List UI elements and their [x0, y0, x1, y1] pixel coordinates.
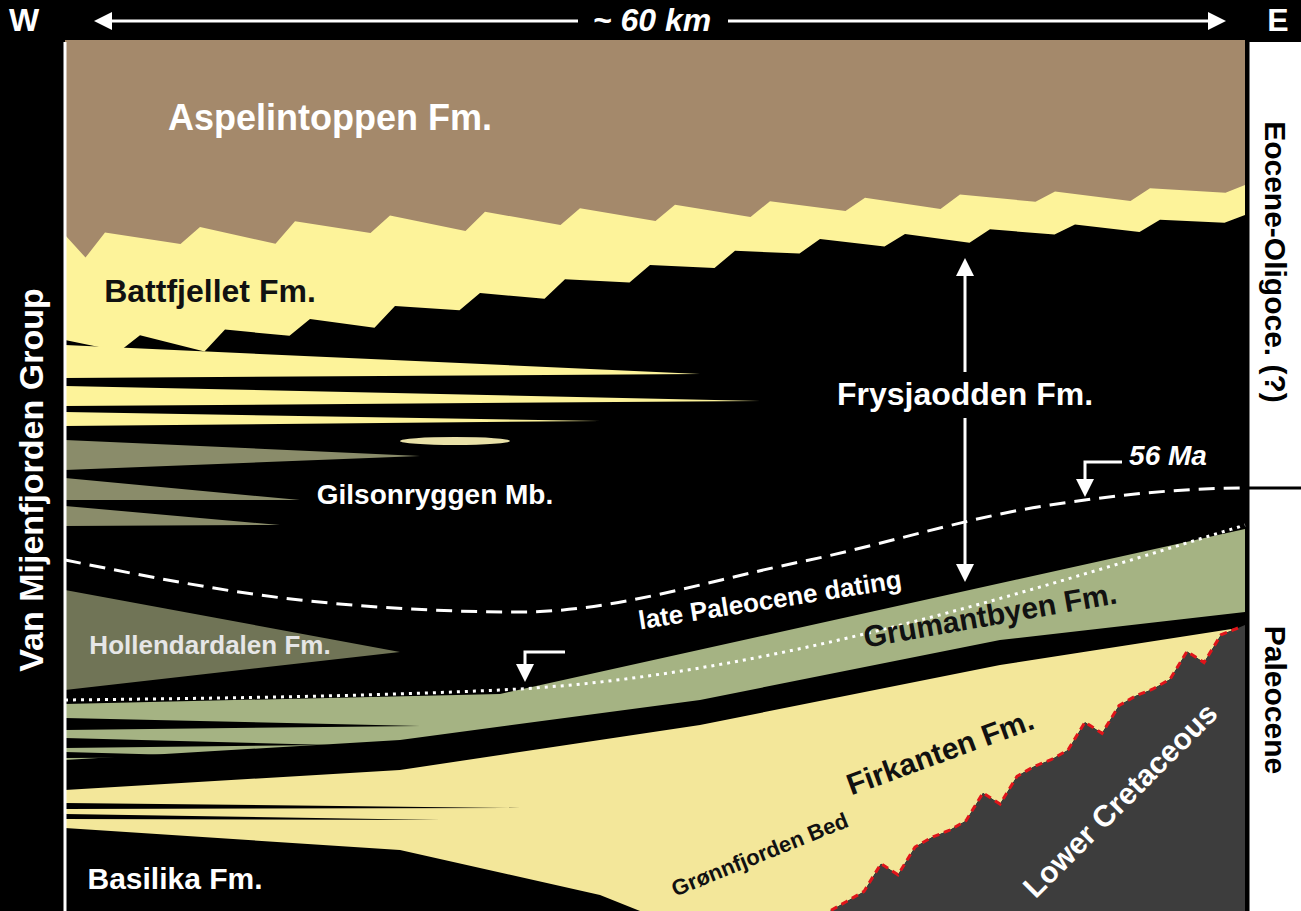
- formation-name: Frysjaodden Fm.: [837, 377, 1093, 412]
- lower-cretaceous-basement: [830, 625, 1245, 911]
- sandstone-tongue: [65, 345, 700, 378]
- arrow-head: [956, 258, 974, 276]
- direction-label: W: [9, 3, 39, 38]
- thickness-arrow: [964, 418, 967, 566]
- age-label: Paleocene: [1259, 626, 1292, 774]
- formation-name: Battfjellet Fm.: [104, 274, 316, 309]
- arrow-head: [956, 564, 974, 582]
- age-label: Eocene-Oligoce. (?): [1259, 121, 1292, 403]
- arrow-head: [1208, 12, 1226, 30]
- arrow-head: [516, 664, 534, 682]
- member-name: Gilsonryggen Mb.: [317, 480, 553, 511]
- dating-line: [65, 525, 1245, 700]
- scale-arrow: [110, 20, 578, 23]
- sandstone-lens: [400, 437, 510, 445]
- thickness-arrow: [964, 272, 967, 372]
- sandstone-tongue: [65, 412, 600, 426]
- battfjellet-sandstone: [65, 40, 1245, 352]
- gilsonryggen-tongue: [65, 506, 280, 526]
- unconformity: [830, 628, 1238, 911]
- gilsonryggen-tongue: [65, 478, 300, 500]
- formation-name: Basilika Fm.: [87, 862, 262, 895]
- shale-tongue: [65, 738, 330, 748]
- formation-name: Firkanten Fm.: [842, 703, 1038, 801]
- pointer: [525, 652, 565, 666]
- formation-name: Hollendardalen Fm.: [89, 631, 330, 660]
- shale-tongue: [65, 718, 420, 730]
- age-divider: [1248, 487, 1301, 490]
- direction-label: E: [1267, 3, 1288, 38]
- formation-name: Aspelintoppen Fm.: [168, 98, 492, 138]
- group-border: [64, 42, 67, 911]
- shale-tongue: [65, 814, 440, 820]
- age-column-border: [1247, 42, 1250, 911]
- group-name: Van Mijenfjorden Group: [13, 288, 50, 671]
- scale-arrow: [728, 20, 1210, 23]
- gilsonryggen-tongue: [65, 440, 420, 470]
- scale-label: ~ 60 km: [593, 3, 711, 38]
- arrow-head: [94, 12, 112, 30]
- aspelintoppen-unit: [65, 40, 1245, 258]
- shale-tongue: [65, 803, 520, 809]
- bed-name: Grønnfjorden Bed: [668, 809, 852, 902]
- unit-name: Lower Cretaceous: [1016, 696, 1223, 903]
- age-column: [1248, 42, 1301, 911]
- shale-tongue: [65, 752, 250, 758]
- sandstone-tongue: [65, 386, 760, 406]
- age-marker: 56 Ma: [1129, 441, 1207, 472]
- arrow-head: [1076, 479, 1094, 497]
